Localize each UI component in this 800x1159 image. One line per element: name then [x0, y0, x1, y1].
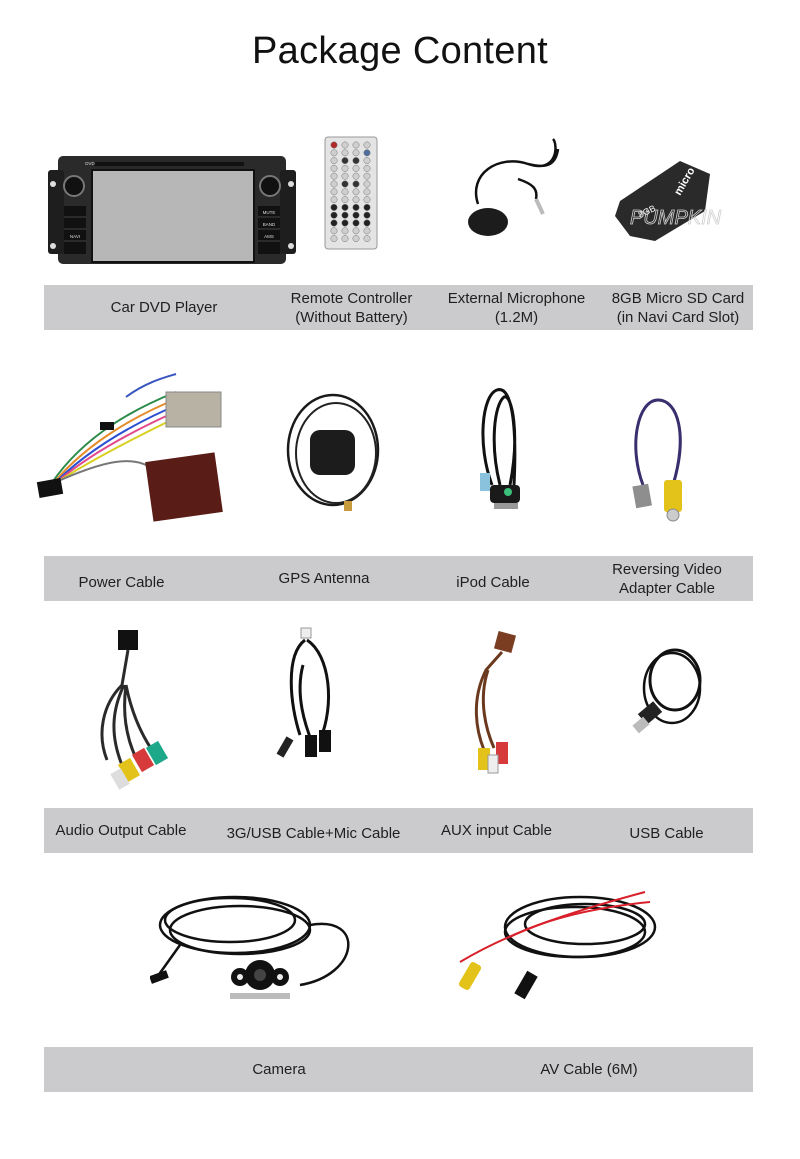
remote-button	[341, 196, 349, 204]
remote-button	[330, 219, 338, 227]
remote-button	[330, 227, 338, 235]
label-band-row-3: Audio Output Cable 3G/USB Cable+Mic Cabl…	[44, 808, 753, 853]
aux-cable-image	[466, 630, 526, 785]
remote-button	[341, 227, 349, 235]
dvd-navi-button-label: NAVI	[70, 234, 80, 239]
remote-button	[352, 188, 360, 196]
car-dvd-player-image: MUTE BAND AMS NAVI DVD	[44, 150, 300, 268]
remote-button	[363, 203, 371, 211]
remote-button	[341, 157, 349, 165]
usb-cable-image	[630, 640, 705, 750]
remote-button	[352, 219, 360, 227]
remote-button	[341, 188, 349, 196]
page-title: Package Content	[251, 30, 549, 72]
remote-button	[363, 235, 371, 243]
remote-button	[352, 235, 360, 243]
remote-button	[352, 164, 360, 172]
item-label-ipod-cable: iPod Cable	[456, 574, 530, 591]
item-label-external-microphone: External Microphone (1.2M)	[447, 289, 586, 326]
remote-button	[363, 157, 371, 165]
remote-button	[352, 149, 360, 157]
audio-output-cable-image	[92, 625, 172, 795]
label-band-row-2: Power Cable GPS Antenna iPod Cable Rever…	[44, 556, 753, 601]
remote-button	[341, 141, 349, 149]
remote-button	[352, 141, 360, 149]
remote-button	[352, 157, 360, 165]
av-cable-image	[450, 882, 665, 1007]
item-label-aux-cable: AUX input Cable	[441, 822, 552, 839]
remote-button	[341, 219, 349, 227]
dvd-ams-button-label: AMS	[264, 234, 274, 239]
remote-button	[330, 164, 338, 172]
remote-button	[363, 141, 371, 149]
remote-button	[352, 180, 360, 188]
remote-button	[330, 172, 338, 180]
remote-button	[363, 196, 371, 204]
remote-button	[330, 149, 338, 157]
item-label-car-dvd-player: Car DVD Player	[110, 299, 218, 316]
remote-button	[363, 211, 371, 219]
item-label-micro-sd-card: 8GB Micro SD Card (in Navi Card Slot)	[611, 289, 745, 326]
dvd-band-button-label: BAND	[263, 222, 276, 227]
item-label-usb-cable: USB Cable	[629, 825, 704, 842]
ipod-cable-image	[472, 385, 532, 520]
remote-button	[330, 141, 338, 149]
item-label-gps-antenna: GPS Antenna	[278, 570, 370, 587]
remote-button	[330, 180, 338, 188]
remote-button	[330, 211, 338, 219]
remote-button	[363, 219, 371, 227]
item-label-audio-output-cable: Audio Output Cable	[55, 822, 187, 839]
remote-button	[341, 149, 349, 157]
remote-button	[352, 211, 360, 219]
remote-button	[341, 180, 349, 188]
power-cable-image	[16, 362, 231, 527]
item-label-camera: Camera	[252, 1061, 306, 1078]
remote-button	[352, 172, 360, 180]
item-label-remote-controller: Remote Controller (Without Battery)	[290, 289, 413, 326]
remote-button	[330, 196, 338, 204]
remote-button	[330, 235, 338, 243]
remote-button	[341, 164, 349, 172]
remote-button	[352, 227, 360, 235]
remote-button	[341, 172, 349, 180]
remote-button	[341, 203, 349, 211]
gps-antenna-image	[278, 385, 388, 515]
usb-mic-cable-image	[275, 625, 345, 775]
remote-controller-image	[324, 136, 378, 250]
remote-button	[363, 188, 371, 196]
remote-button	[363, 164, 371, 172]
remote-button	[330, 188, 338, 196]
micro-sd-card-image: micro SD HC 8GB PUMPKIN	[610, 156, 760, 242]
label-band-row-1: Car DVD Player Remote Controller (Withou…	[44, 285, 753, 330]
camera-image	[150, 885, 360, 1015]
remote-button	[363, 180, 371, 188]
remote-button	[363, 227, 371, 235]
remote-button	[352, 196, 360, 204]
watermark-text: PUMPKIN	[630, 207, 722, 229]
remote-button	[363, 149, 371, 157]
dvd-mute-button-label: MUTE	[263, 210, 276, 215]
microphone-image	[458, 134, 568, 244]
remote-button	[330, 157, 338, 165]
label-band-row-4: Camera AV Cable (6M)	[44, 1047, 753, 1092]
item-label-av-cable: AV Cable (6M)	[540, 1061, 638, 1078]
remote-button	[330, 203, 338, 211]
remote-button	[341, 235, 349, 243]
remote-button	[363, 172, 371, 180]
item-label-power-cable: Power Cable	[78, 574, 165, 591]
item-label-usb-mic-cable: 3G/USB Cable+Mic Cable	[226, 825, 401, 842]
dvd-eject-label: DVD	[85, 161, 95, 166]
item-label-reversing-video-cable: Reversing Video Adapter Cable	[612, 560, 722, 597]
remote-button	[352, 203, 360, 211]
reversing-video-cable-image	[628, 395, 698, 525]
remote-button	[341, 211, 349, 219]
